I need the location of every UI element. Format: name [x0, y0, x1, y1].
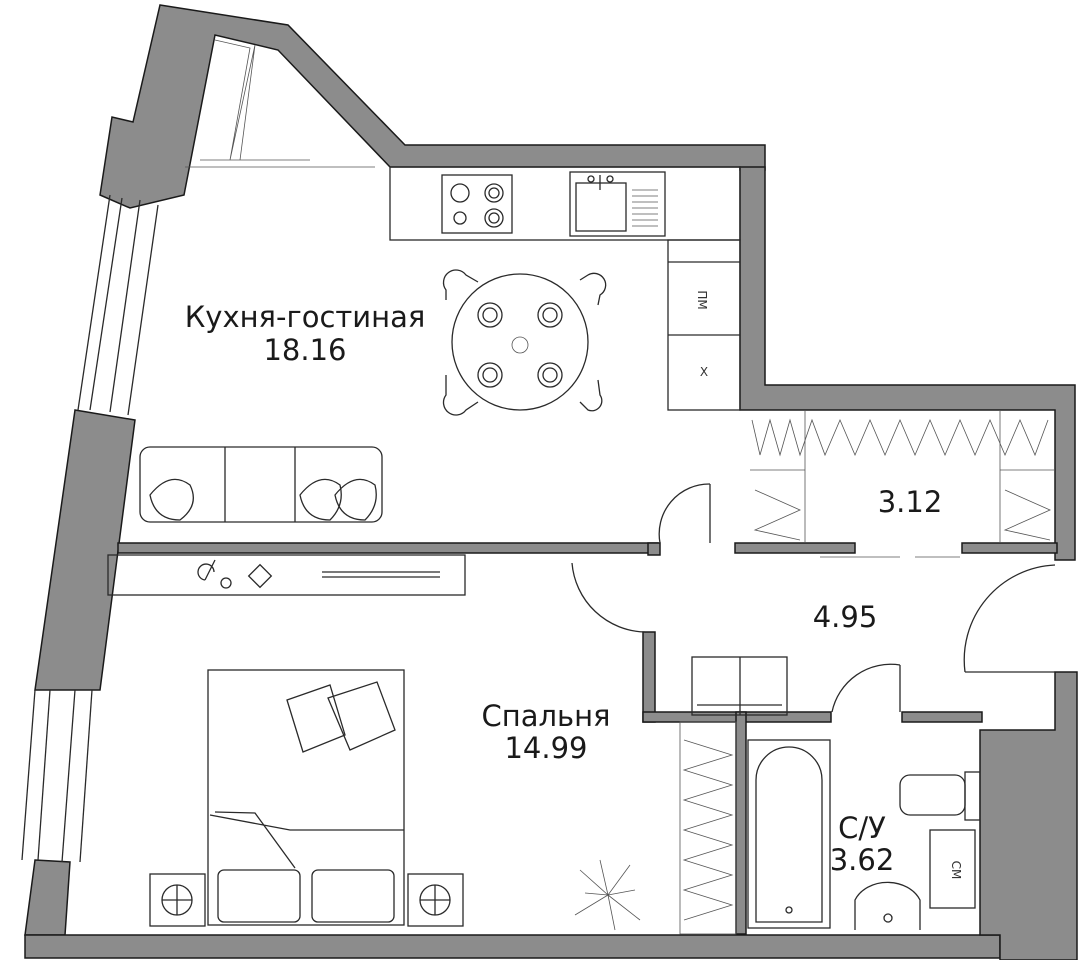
washer-box — [929, 829, 976, 909]
windows — [21, 194, 159, 863]
dishwasher-label: ПМ — [695, 290, 709, 309]
fridge-label: Х — [700, 365, 708, 379]
tv-stand — [107, 554, 466, 596]
kitchen-name: Кухня-гостиная — [185, 300, 426, 334]
kitchen-counter — [389, 166, 741, 411]
hall-area: 4.95 — [813, 600, 878, 634]
bedroom-wardrobe — [679, 721, 737, 935]
walls — [24, 4, 1078, 960]
bed-icon — [207, 669, 405, 926]
bathtub-icon — [747, 739, 831, 929]
bathroom-area: 3.62 — [830, 843, 895, 877]
dining-table-icon — [442, 269, 607, 416]
closet-shelving — [750, 410, 1055, 543]
sofa-icon — [139, 446, 383, 523]
plant-icon — [574, 859, 641, 931]
stove-icon — [441, 174, 513, 234]
doors — [571, 483, 1056, 713]
nightstands — [149, 873, 464, 927]
bedroom-area: 14.99 — [504, 731, 587, 765]
closet-area: 3.12 — [878, 485, 943, 519]
kitchen-area: 18.16 — [263, 333, 346, 367]
toilet-icon — [899, 771, 981, 821]
balcony-glazing — [185, 39, 375, 168]
bedroom-name: Спальня — [481, 699, 610, 733]
sink-icon — [569, 171, 666, 237]
washbasin-icon — [854, 881, 921, 930]
washer-label: СМ — [949, 861, 963, 880]
bathroom-name: С/У — [838, 811, 886, 845]
shoe-bench — [691, 656, 788, 716]
